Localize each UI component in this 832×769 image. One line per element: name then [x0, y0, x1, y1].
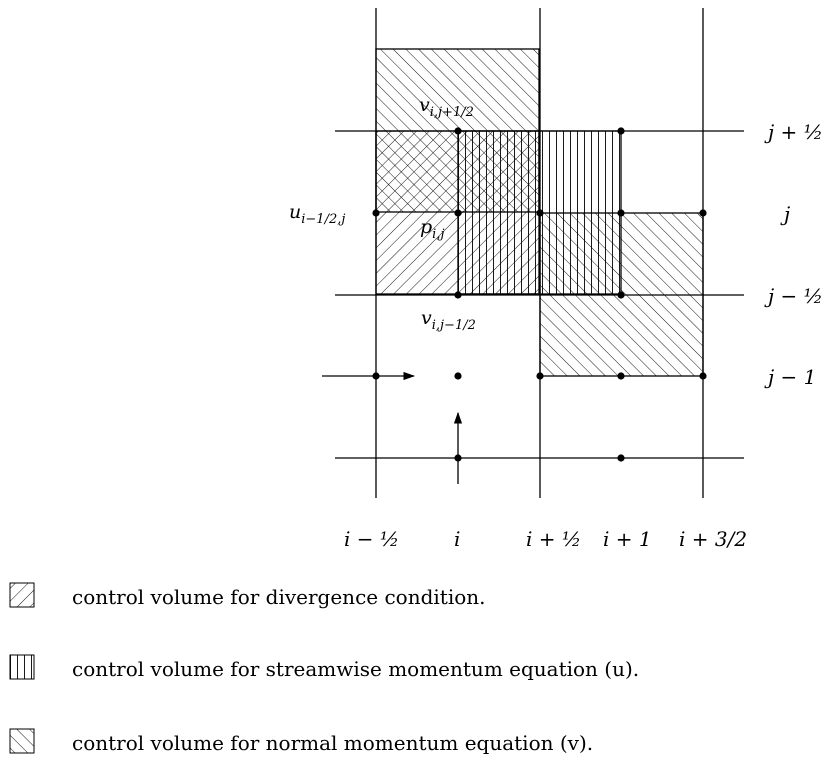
row-label-j-minus-half: j − ½ [764, 284, 823, 308]
col-label-i-plus-3half: i + 3/2 [679, 527, 747, 551]
node-u-i3h-j [699, 209, 707, 217]
column-labels: i − ½ i i + ½ i + 1 i + 3/2 [344, 527, 747, 551]
legend: control volume for divergence condition.… [9, 582, 639, 755]
label-v-bottom: vi,j−1/2 [421, 307, 476, 333]
col-label-i: i [454, 527, 460, 551]
node-u-i3h-jm1 [699, 372, 707, 380]
node-v-ip1-jm3h [617, 454, 625, 462]
node-ip1-jph [617, 127, 625, 135]
node-p-ip1-jm1 [617, 372, 625, 380]
row-label-j: j [780, 202, 790, 226]
label-v-top: vi,j+1/2 [419, 94, 474, 120]
variable-labels: vi,j+1/2 ui−1/2,j pi,j vi,j−1/2 [289, 94, 476, 333]
node-p-ip1-j [617, 209, 625, 217]
legend-text-streamwise: control volume for streamwise momentum e… [72, 657, 639, 681]
node-u-iph-jm1 [536, 372, 544, 380]
label-u-left: ui−1/2,j [289, 201, 345, 227]
legend-swatch-back-hatch-icon [9, 728, 35, 754]
legend-text-normal: control volume for normal momentum equat… [72, 731, 593, 755]
legend-swatch-forward-hatch-icon [9, 582, 35, 608]
legend-item-streamwise: control volume for streamwise momentum e… [9, 654, 639, 681]
label-p-center: pi,j [420, 216, 445, 242]
velocity-arrows [322, 371, 463, 484]
grid-lines [335, 8, 744, 498]
legend-item-normal: control volume for normal momentum equat… [9, 728, 593, 755]
legend-swatch-vertical-hatch-icon [9, 654, 35, 680]
node-v-i-jph [454, 127, 462, 135]
node-u-imh-j [372, 209, 380, 217]
row-labels: j + ½ j j − ½ j − 1 [764, 120, 823, 389]
col-label-i-plus-half: i + ½ [526, 527, 581, 551]
node-p-i-jm1 [454, 372, 462, 380]
node-v-ip1-jmh [617, 291, 625, 299]
col-label-i-plus-1: i + 1 [603, 527, 652, 551]
node-v-i-jmh [454, 291, 462, 299]
legend-item-divergence: control volume for divergence condition. [9, 582, 486, 609]
row-label-j-minus-1: j − 1 [764, 365, 816, 389]
col-label-i-minus-half: i − ½ [344, 527, 399, 551]
legend-text-divergence: control volume for divergence condition. [72, 585, 486, 609]
row-label-j-plus-half: j + ½ [764, 120, 823, 144]
node-p-i-j [454, 209, 462, 217]
node-u-iph-j [536, 209, 544, 217]
